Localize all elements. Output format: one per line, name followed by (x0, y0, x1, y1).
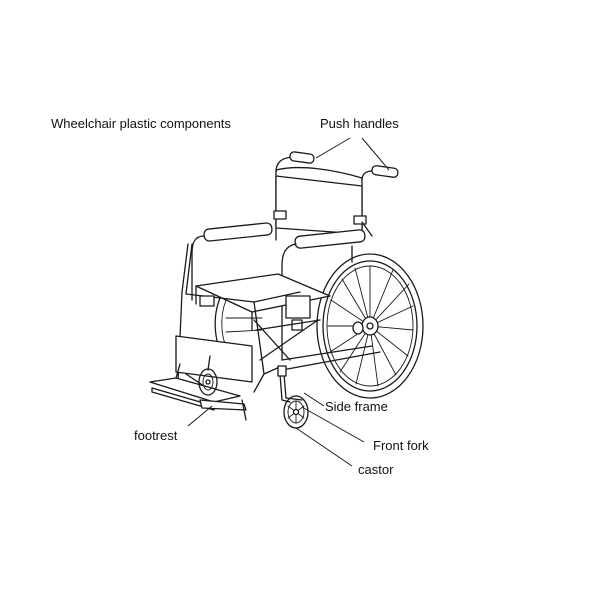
label-side-frame: Side frame (325, 399, 388, 414)
label-front-fork: Front fork (373, 438, 429, 453)
seat (195, 273, 331, 331)
backrest (273, 166, 367, 241)
push-handles (275, 151, 399, 237)
front-castor-left (198, 355, 218, 396)
side-frame (175, 243, 381, 393)
front-fork (277, 365, 303, 403)
label-castor: castor (358, 462, 394, 477)
leader-lines (187, 137, 390, 467)
label-push-handles: Push handles (320, 116, 399, 131)
rear-wheel (316, 253, 424, 399)
label-footrest: footrest (134, 428, 178, 443)
armrests (191, 222, 366, 361)
footrests (149, 363, 247, 421)
diagram-title: Wheelchair plastic components (51, 116, 231, 131)
